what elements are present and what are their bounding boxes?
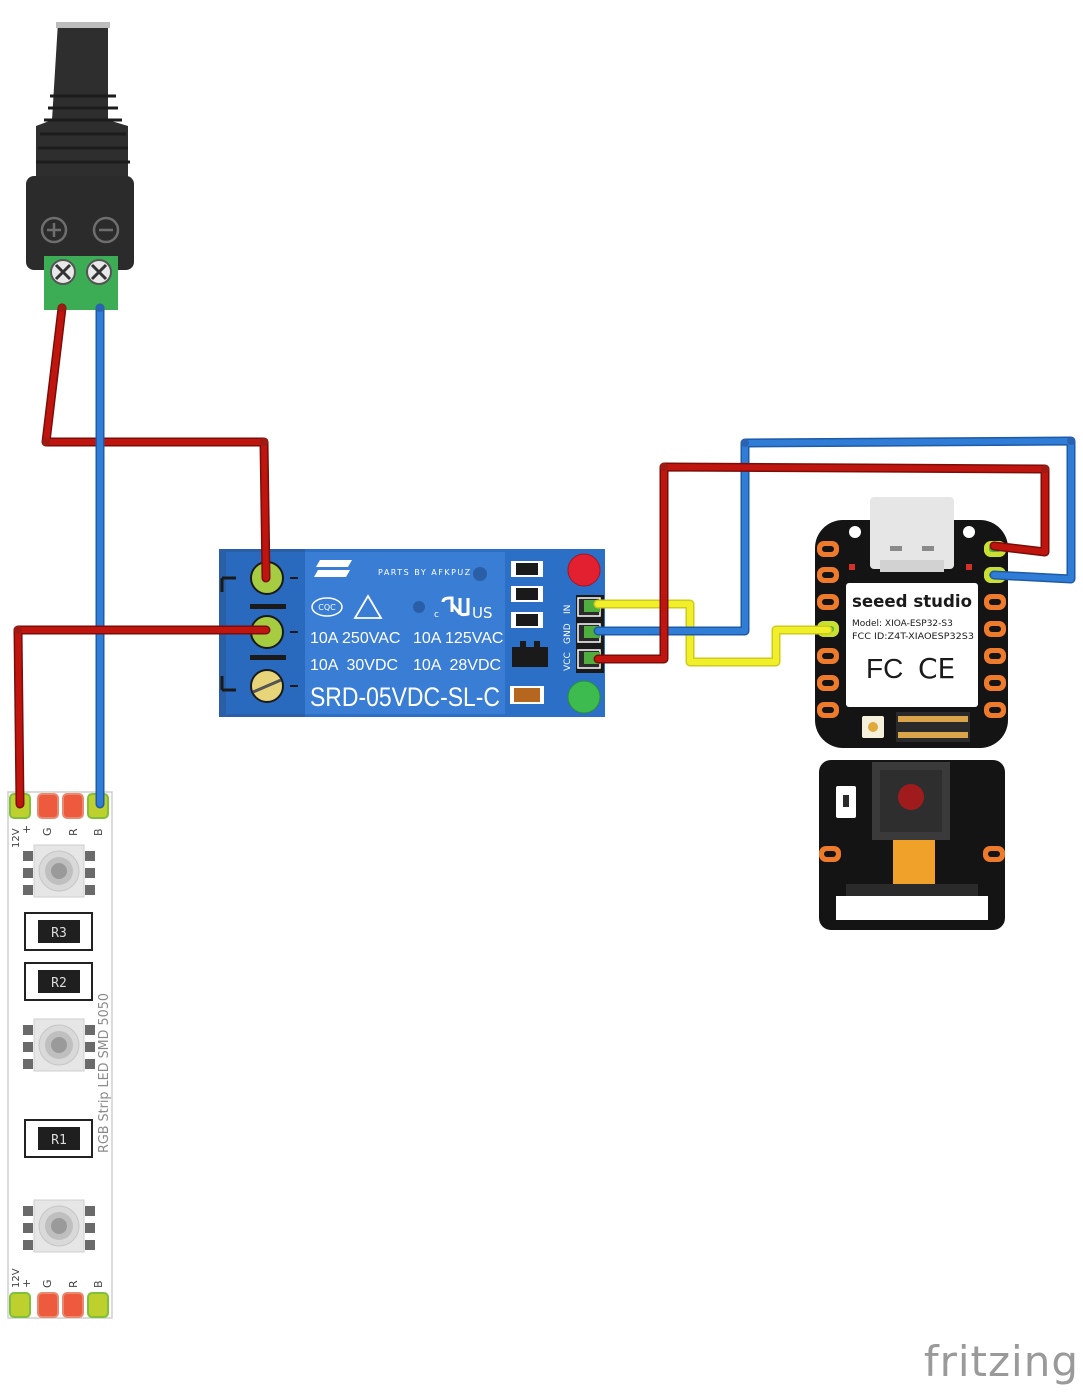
relay-pin-gnd-label: GND	[563, 623, 573, 644]
relay-ul: US	[472, 604, 493, 622]
strip-top-12v: 12V	[11, 828, 22, 848]
plus-symbol-icon	[40, 216, 68, 244]
led-5050-2	[23, 1018, 95, 1072]
relay-rating-2a: 10A 30VDC	[310, 657, 398, 674]
cqc-logo-icon	[311, 597, 343, 617]
xiao-ce-mark: CE	[918, 652, 955, 685]
xiao-shield-label	[846, 583, 978, 707]
resistor-r1: R1	[24, 1119, 93, 1158]
strip-bottom-r: R	[67, 1280, 80, 1288]
relay-pin-vcc-label: VCC	[563, 652, 573, 671]
camera-lens-icon	[898, 784, 924, 810]
relay-model: SRD-05VDC-SL-C	[310, 682, 500, 712]
strip-title: RGB Strip LED SMD 5050	[97, 993, 112, 1153]
r3-label: R3	[51, 926, 67, 941]
resistor-r3: R3	[24, 912, 93, 951]
strip-top-plus: +	[20, 825, 33, 834]
led-5050-1	[23, 844, 95, 898]
xiao-model: Model: XIOA-ESP32-S3	[852, 619, 953, 629]
strip-top-r: R	[67, 828, 80, 836]
wires	[13, 303, 1076, 809]
relay-cert: CQC	[318, 603, 336, 612]
rgb-led-strip: 12V + G R B R3 R2	[7, 791, 113, 1319]
strip-bottom-12v: 12V	[11, 1268, 22, 1288]
relay-module: PARTS BY AFKPUZ CQC c US 10A 250VAC 10A …	[219, 549, 605, 717]
usb-c-connector	[870, 497, 954, 569]
xiao-fcc: FCC ID:Z4T-XIAOESP32S3	[852, 632, 974, 642]
brand-logo-icon	[314, 560, 352, 577]
fritzing-watermark: fritzing	[923, 1337, 1079, 1386]
relay-brand: PARTS BY AFKPUZ	[378, 568, 472, 577]
relay-ul-c: c	[434, 610, 439, 620]
relay-rating-2b: 10A 28VDC	[413, 657, 501, 674]
triangle-logo-icon	[353, 594, 383, 619]
led-5050-3	[23, 1199, 95, 1253]
relay-rating-1b: 10A 125VAC	[413, 630, 503, 647]
dc-barrel-jack	[26, 22, 134, 310]
relay-pin-in-label: IN	[563, 605, 573, 614]
resistor-r2: R2	[24, 962, 93, 1001]
relay-rating-1a: 10A 250VAC	[310, 630, 400, 647]
minus-symbol-icon	[92, 216, 120, 244]
relay-smd-parts	[510, 561, 548, 704]
relay-led-red	[567, 553, 601, 587]
xiao-fc-mark: FC	[866, 653, 903, 684]
ul-logo-icon	[441, 596, 470, 617]
relay-led-green	[567, 680, 601, 714]
strip-top-b: B	[92, 828, 105, 836]
r1-label: R1	[51, 1133, 67, 1148]
strip-top-g: G	[41, 827, 54, 836]
xiao-brand: seeed studio	[852, 592, 972, 612]
strip-bottom-b: B	[92, 1280, 105, 1288]
r2-label: R2	[51, 976, 67, 991]
xiao-esp32s3-board: seeed studio Model: XIOA-ESP32-S3 FCC ID…	[815, 497, 1008, 748]
strip-bottom-plus: +	[20, 1279, 33, 1288]
camera-board	[819, 760, 1005, 930]
strip-bottom-g: G	[41, 1279, 54, 1288]
fpc-connector	[836, 896, 988, 920]
